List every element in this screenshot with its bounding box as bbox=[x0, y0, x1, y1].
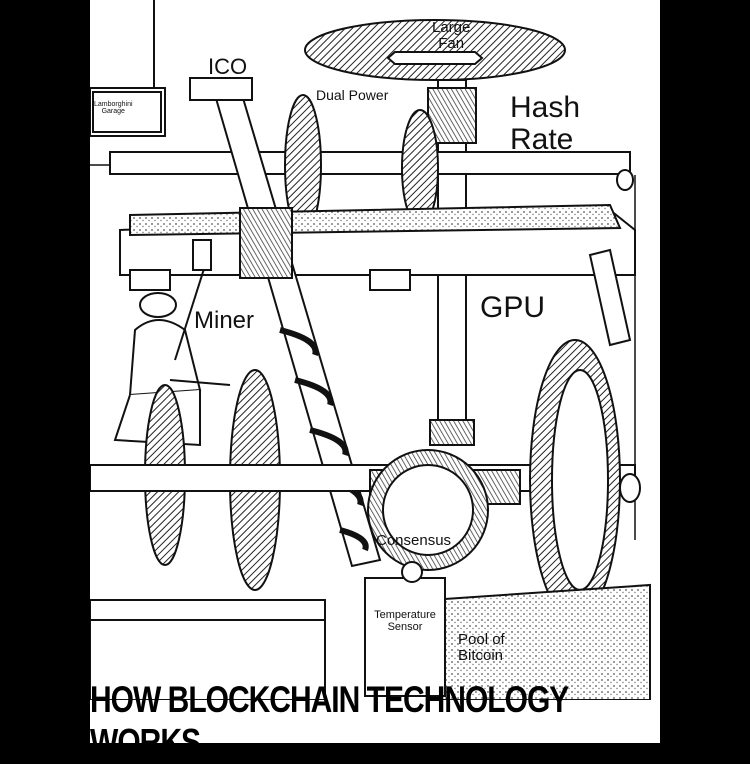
gpu-label: GPU bbox=[480, 291, 546, 324]
gpu-water-wheel bbox=[529, 248, 632, 621]
hash-rate-label: Hash Rate bbox=[510, 91, 581, 156]
garage-window bbox=[90, 0, 166, 137]
dual-power-label: Dual Power bbox=[316, 87, 389, 103]
consensus-gear bbox=[367, 449, 489, 571]
temperature-sensor-box bbox=[364, 561, 446, 697]
pool-of-bitcoin-label: Pool of Bitcoin bbox=[458, 631, 505, 664]
top-shaft bbox=[109, 151, 634, 191]
ico-lever bbox=[189, 77, 382, 568]
diagram-frame: Large Fan ICO Dual Power Hash Rate Lambo… bbox=[90, 0, 660, 763]
machine-illustration bbox=[90, 0, 651, 700]
consensus-label: Consensus bbox=[376, 532, 452, 549]
base-box bbox=[90, 599, 326, 700]
dual-power-gears bbox=[284, 94, 439, 236]
temperature-sensor-label: Temperature Sensor bbox=[374, 609, 436, 633]
large-fan bbox=[304, 19, 566, 81]
miner-label: Miner bbox=[194, 307, 255, 334]
caption: HOW BLOCKCHAIN TECHNOLOGY WORKS bbox=[90, 679, 569, 763]
ico-label: ICO bbox=[208, 54, 248, 79]
large-fan-label: Large Fan bbox=[432, 19, 471, 52]
lamborghini-garage-label: Lamborghini Garage bbox=[94, 101, 133, 116]
